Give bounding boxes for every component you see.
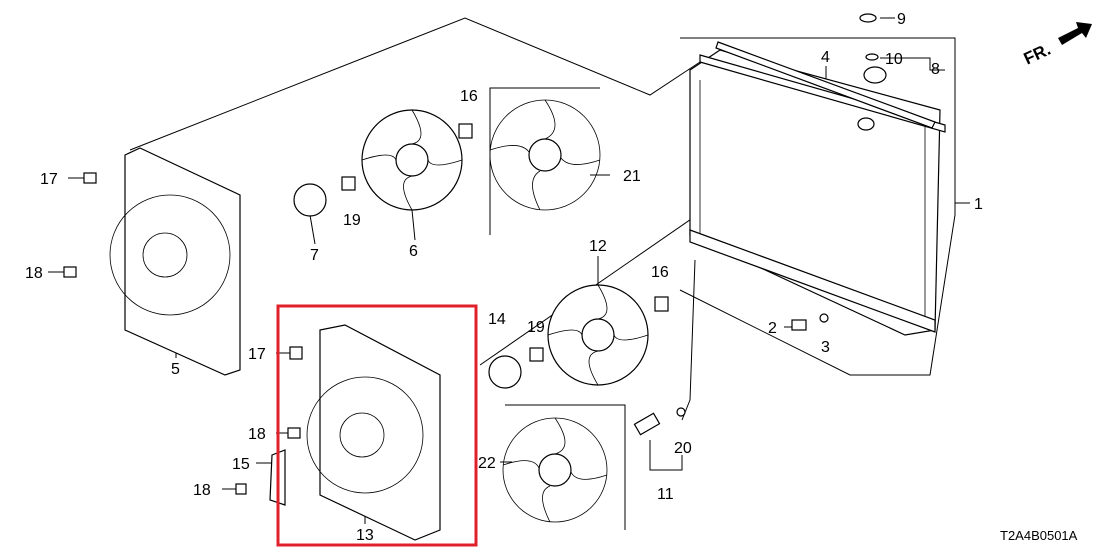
callout-4: 4 — [821, 49, 830, 66]
leader-lines — [48, 17, 970, 530]
cap-seal-part — [865, 53, 879, 61]
callout-8: 8 — [931, 61, 940, 78]
callout-5: 5 — [171, 361, 180, 378]
shroud-right — [235, 324, 441, 541]
fan-alt-lower — [502, 417, 608, 523]
fan-alt-upper — [489, 99, 601, 211]
highlight-box — [276, 304, 478, 547]
callout-10: 10 — [885, 51, 903, 68]
fan-right — [547, 284, 649, 386]
callout-16-upper: 16 — [460, 88, 478, 105]
callout-11: 11 — [657, 486, 674, 503]
motor-right-part — [488, 355, 522, 389]
diagram-code: T2A4B0501A — [1000, 528, 1078, 543]
callout-18-bracket: 18 — [193, 482, 211, 499]
cap-part — [863, 66, 887, 84]
callout-16-lower: 16 — [651, 264, 669, 281]
collar-right-part — [529, 347, 544, 362]
callout-13: 13 — [356, 527, 374, 544]
collar-left-part — [341, 176, 356, 191]
front-arrow-icon — [1058, 22, 1092, 45]
callout-19-left: 19 — [343, 212, 361, 229]
drain-plug-part — [791, 319, 807, 331]
callout-2: 2 — [768, 320, 777, 337]
nut-lower-part — [654, 296, 669, 312]
callout-18-left: 18 — [25, 265, 43, 282]
radiator — [689, 41, 946, 336]
callout-14: 14 — [488, 311, 506, 328]
callout-21: 21 — [623, 168, 641, 185]
callout-19-right: 19 — [527, 319, 545, 336]
callout-20: 20 — [674, 440, 692, 457]
callout-9: 9 — [897, 11, 906, 28]
callout-17-right: 17 — [248, 346, 266, 363]
callout-15: 15 — [232, 456, 250, 473]
callout-6: 6 — [409, 243, 418, 260]
callout-22: 22 — [478, 455, 496, 472]
shroud-left — [63, 147, 241, 376]
callout-7: 7 — [310, 247, 319, 264]
callout-labels: 9 10 8 4 1 16 21 17 19 6 7 18 5 12 16 2 … — [25, 11, 983, 544]
callout-18-right: 18 — [248, 426, 266, 443]
callout-17-left: 17 — [40, 171, 58, 188]
nut-upper-part — [458, 123, 473, 139]
callout-3: 3 — [821, 339, 830, 356]
motor-left-part — [293, 183, 327, 217]
fan-left — [361, 109, 463, 211]
o-ring-part — [819, 313, 829, 323]
front-indicator: FR. — [1021, 40, 1054, 69]
callout-1: 1 — [974, 196, 983, 213]
sensor-part — [633, 412, 661, 436]
cap-top-part — [859, 13, 877, 23]
sensor-o-ring-part — [676, 407, 686, 417]
callout-12: 12 — [589, 238, 607, 255]
